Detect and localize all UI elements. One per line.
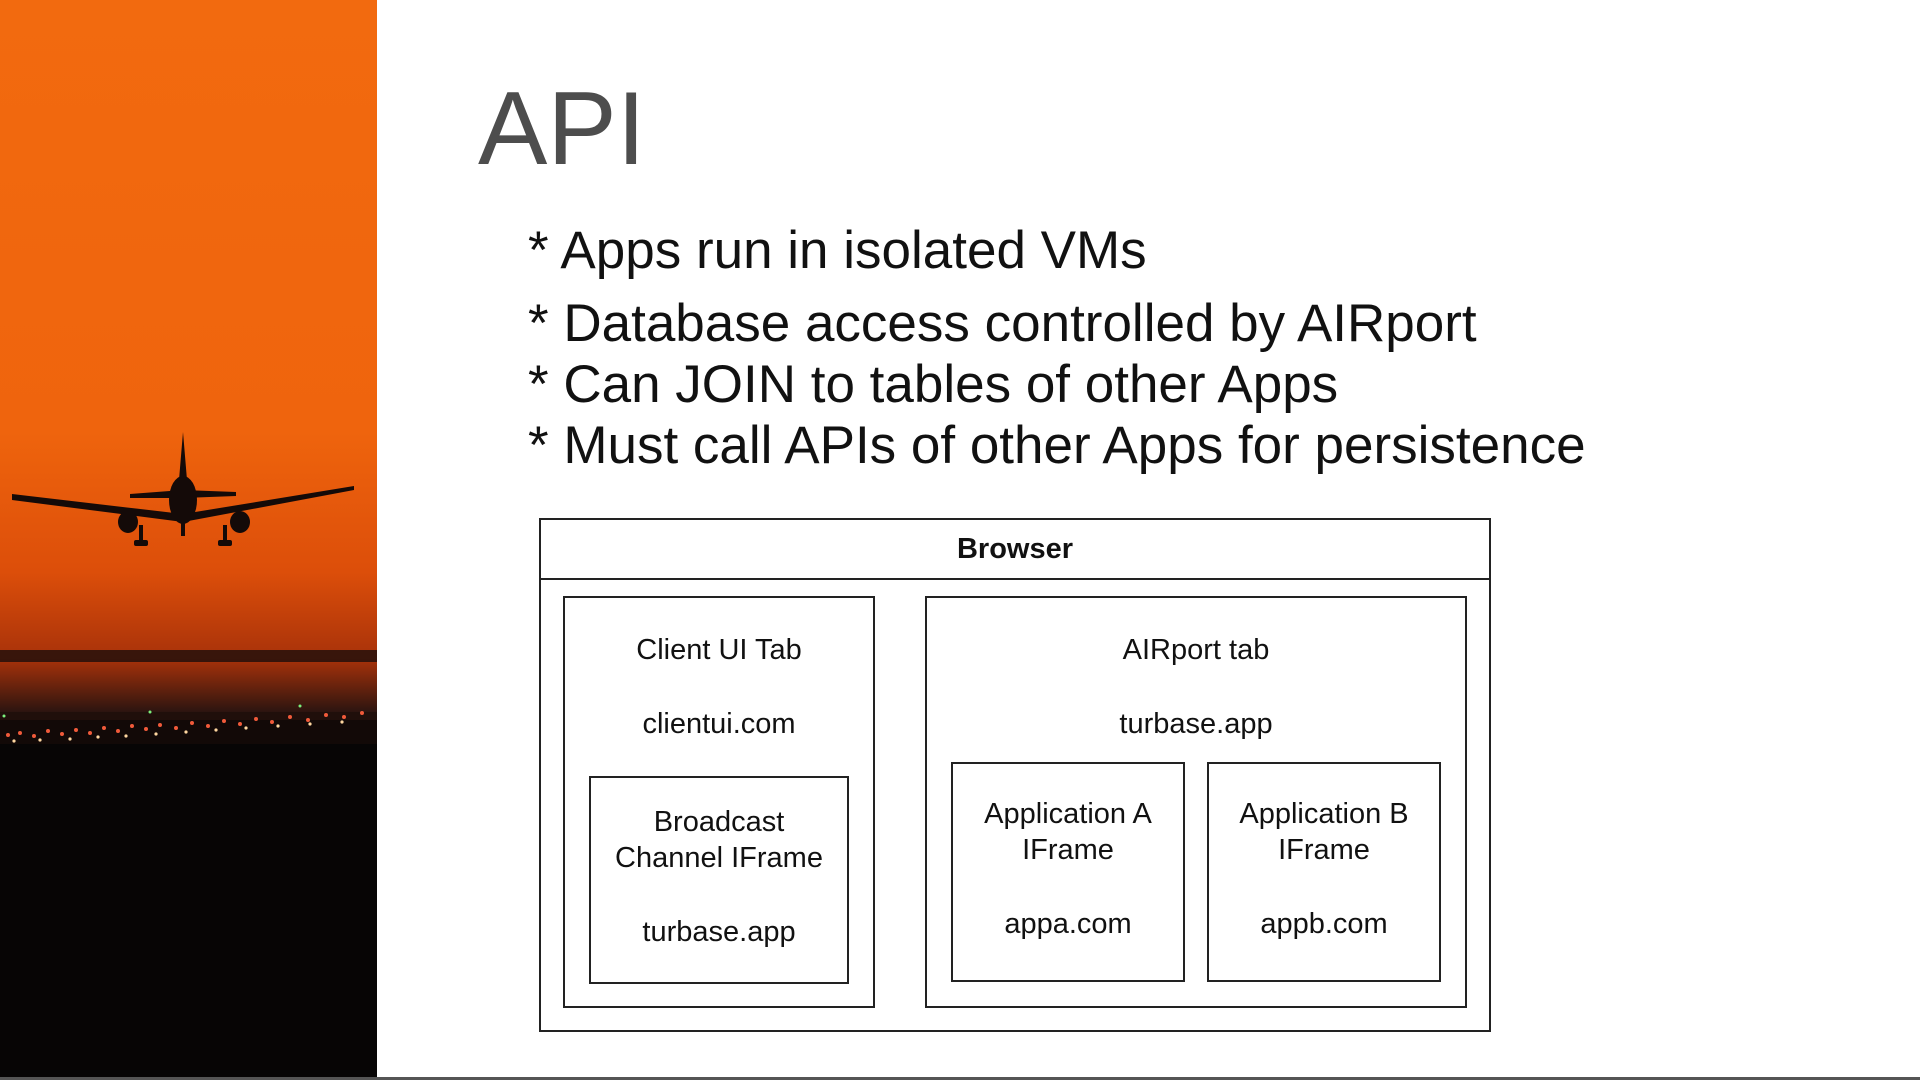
photo-graphic: [0, 0, 377, 1080]
app-a-domain: appa.com: [1004, 908, 1132, 940]
bullet-list: * Apps run in isolated VMs * Database ac…: [528, 220, 1586, 476]
airport-tab-title: AIRport tab: [1122, 634, 1270, 666]
broadcast-channel-iframe-box: Broadcast Channel IFrame turbase.app: [589, 776, 849, 984]
slide-title: API: [478, 71, 646, 187]
app-b-domain: appb.com: [1260, 908, 1388, 940]
application-b-iframe-box: Application B IFrame appb.com: [1207, 762, 1441, 982]
sunset-airplane-photo: [0, 0, 377, 1080]
client-ui-tab-box: Client UI Tab clientui.com Broadcast Cha…: [563, 596, 875, 1008]
runway-lights-icon: [0, 704, 377, 744]
bullet-item: * Database access controlled by AIRport: [528, 294, 1477, 353]
browser-diagram: Browser Client UI Tab clientui.com Broad…: [539, 518, 1491, 1032]
client-ui-tab-domain: clientui.com: [642, 708, 796, 740]
broadcast-iframe-title-line2: Channel IFrame: [615, 842, 823, 874]
airport-tab-box: AIRport tab turbase.app Application A IF…: [925, 596, 1467, 1008]
app-a-title-line2: IFrame: [1022, 834, 1114, 866]
airplane-silhouette-icon: [12, 432, 354, 546]
airport-tab-domain: turbase.app: [1119, 708, 1273, 740]
bullet-item: * Must call APIs of other Apps for persi…: [528, 416, 1586, 475]
broadcast-iframe-title-line1: Broadcast: [653, 806, 785, 838]
app-a-title-line1: Application A: [984, 798, 1152, 830]
app-b-title-line2: IFrame: [1278, 834, 1370, 866]
broadcast-iframe-domain: turbase.app: [642, 916, 796, 948]
bullet-item: * Can JOIN to tables of other Apps: [528, 355, 1339, 414]
browser-label: Browser: [541, 520, 1489, 580]
app-b-title-line1: Application B: [1239, 798, 1409, 830]
client-ui-tab-title: Client UI Tab: [636, 634, 802, 666]
bottom-divider: [0, 1077, 1920, 1080]
bullet-item: * Apps run in isolated VMs: [528, 221, 1147, 280]
application-a-iframe-box: Application A IFrame appa.com: [951, 762, 1185, 982]
